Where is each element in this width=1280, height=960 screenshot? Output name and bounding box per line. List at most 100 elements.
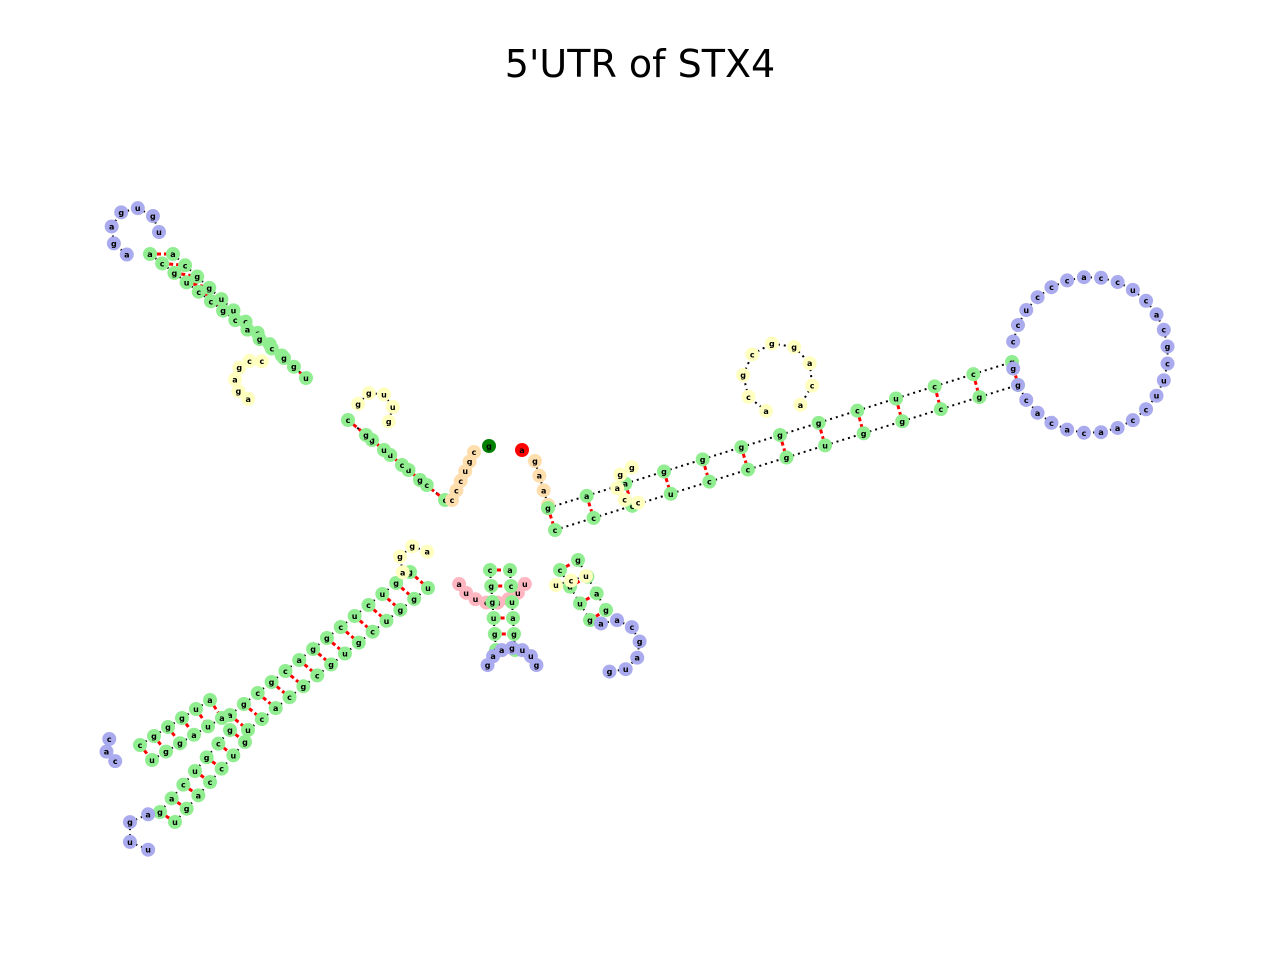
- multiloop-nt: u: [468, 592, 483, 607]
- right-hairpin-nt-letter: c: [1035, 293, 1040, 302]
- lower-left-branch-2-a-nt-circle: [223, 723, 237, 737]
- lower-left-branch-1-b-nt: g: [159, 744, 173, 759]
- upper-left-stem-b-nt-letter: g: [206, 284, 212, 293]
- right-bulge-nt: g: [624, 460, 639, 475]
- three-prime-tail-nt: a: [536, 483, 551, 498]
- right-bulge-nt: g: [613, 467, 628, 482]
- five-prime-end-letter: g: [486, 442, 492, 451]
- lower-left-branch-2-b-nt-circle: [214, 761, 229, 776]
- lower-left-stem-a-nt-letter: c: [255, 689, 260, 698]
- five-prime-tail-nt-letter: u: [462, 467, 468, 476]
- lower-left-hairpin-1-nt-letter: c: [107, 735, 112, 744]
- lower-left-branch-1-a-nt-circle: [175, 711, 189, 725]
- right-interior-loop-nt: c: [805, 378, 820, 393]
- right-hairpin-nt: c: [1110, 275, 1125, 290]
- multiloop-nt-letter: a: [456, 580, 461, 589]
- lower-left-branch-2-a-nt: c: [211, 736, 226, 751]
- bottom-center-stem-b-nt-letter: u: [509, 598, 515, 607]
- bottom-right-stem-a-nt: c: [553, 563, 567, 577]
- right-hairpin-nt-circle: [1044, 280, 1059, 295]
- lower-left-stem-b-nt: c: [254, 712, 269, 727]
- bottom-right-bulge-nt-letter: c: [569, 577, 574, 586]
- right-stem-a-nt: g: [734, 440, 749, 455]
- lower-left-branch-2-a-nt: g: [223, 723, 237, 737]
- right-hairpin-nt-circle: [1149, 307, 1164, 322]
- five-prime-tail-nt-letter: c: [450, 496, 455, 505]
- lower-left-stem-b-nt-letter: u: [425, 584, 431, 593]
- right-stem-a-nt: c: [927, 379, 942, 394]
- upper-left-bulge-nt: g: [361, 386, 376, 401]
- right-interior-loop-nt-circle: [802, 356, 817, 371]
- upper-left-stem-a-nt-letter: g: [220, 307, 226, 316]
- lower-left-stem-a-nt: c: [361, 598, 376, 612]
- right-stem-b-nt-letter: u: [668, 490, 674, 499]
- lower-left-hairpin-1-nt: c: [108, 754, 123, 769]
- lower-left-stem-a-nt: u: [347, 609, 362, 623]
- three-prime-tail-nt: a: [532, 468, 547, 483]
- lower-left-branch-2-a-nt-letter: a: [169, 794, 174, 803]
- lower-left-branch-1-b-nt-circle: [173, 736, 187, 751]
- right-stem-b-nt-circle: [972, 390, 987, 405]
- upper-left-bulge-nt-letter: g: [386, 418, 392, 427]
- right-stem-b-nt: g: [895, 414, 910, 429]
- lower-left-hairpin-2-nt-circle: [141, 807, 156, 822]
- right-interior-loop-nt-letter: a: [807, 359, 812, 368]
- upper-left-stem-a-nt-circle: [203, 294, 218, 309]
- right-hairpin-nt: a: [1060, 422, 1075, 437]
- lower-left-junction-nt-letter: g: [397, 553, 403, 562]
- bottom-right-stem-b-nt-letter: a: [594, 589, 599, 598]
- lower-left-stem-b-nt-circle: [324, 657, 339, 672]
- right-hairpin-nt-letter: c: [1115, 278, 1120, 287]
- right-stem-a-nt-letter: a: [584, 492, 589, 501]
- lower-left-stem-a-nt-letter: u: [352, 612, 358, 621]
- lower-left-stem-b-nt-letter: g: [411, 595, 417, 604]
- upper-left-interior-nt-circle: [228, 372, 243, 387]
- lower-left-stem-a-nt-letter: c: [366, 601, 371, 610]
- upper-left-hairpin-nt-letter: a: [109, 222, 114, 231]
- lower-left-stem-a-nt-circle: [361, 598, 376, 612]
- bottom-right-hairpin-nt: c: [624, 620, 639, 635]
- right-hairpin-nt-circle: [1139, 293, 1154, 308]
- lower-left-stem-a-nt-circle: [389, 576, 404, 590]
- lower-left-stem-a-nt-letter: g: [393, 579, 399, 588]
- nucleotide-layer: aaccggugcucugcccagggcgguagaguguagagcccgg…: [99, 201, 1175, 857]
- right-stem-a-nt-circle: [657, 464, 671, 479]
- lower-left-stem-b-nt: a: [268, 701, 283, 716]
- multiloop-nt-letter: u: [522, 580, 528, 589]
- five-prime-tail-nt-letter: c: [472, 448, 477, 457]
- right-hairpin-nt-circle: [1156, 322, 1171, 337]
- bottom-center-hairpin-nt: g: [529, 658, 544, 673]
- right-hairpin-nt-circle: [1094, 425, 1109, 440]
- lower-left-branch-1-a-nt-circle: [161, 720, 175, 734]
- right-interior-loop-nt-letter: c: [810, 382, 815, 391]
- bottom-right-hairpin-nt: u: [618, 662, 633, 677]
- upper-left-hairpin-nt-circle: [130, 201, 145, 216]
- bottom-right-hairpin-nt: g: [632, 634, 647, 649]
- upper-left-stem-b-nt-circle: [178, 258, 193, 273]
- lower-left-branch-2-a-nt-circle: [211, 736, 226, 751]
- lower-left-branch-1-a-nt: c: [133, 738, 147, 752]
- lower-left-branch-1-b-nt: a: [215, 711, 229, 725]
- bottom-center-stem-a-nt: g: [487, 627, 502, 641]
- right-interior-loop-nt: g: [764, 336, 779, 351]
- lower-left-hairpin-2-nt: g: [122, 815, 137, 830]
- lower-left-stem-a-nt: u: [375, 587, 390, 601]
- lower-left-junction-nt: a: [420, 544, 435, 559]
- right-interior-loop-nt-circle: [787, 339, 802, 354]
- right-stem-b-nt: c: [548, 523, 562, 537]
- upper-left-hairpin-nt: g: [106, 236, 121, 251]
- lower-left-branch-2-a-nt-letter: g: [157, 808, 163, 817]
- bottom-center-stem-a-nt: c: [483, 563, 497, 577]
- lower-left-branch-1-b-nt: g: [173, 736, 187, 751]
- right-hairpin-nt-circle: [1149, 388, 1164, 403]
- bottom-center-stem-b-nt-circle: [505, 595, 519, 609]
- right-stem-b-nt: c: [586, 510, 601, 525]
- lower-left-junction-nt-letter: g: [409, 542, 415, 551]
- right-hairpin-nt: g: [1010, 377, 1025, 392]
- lower-left-branch-2-a-nt-letter: g: [204, 753, 210, 762]
- lower-left-branch-2-b-nt-circle: [179, 801, 194, 816]
- right-hairpin-nt-letter: a: [1064, 426, 1069, 435]
- lower-left-branch-1-a-nt-letter: c: [138, 741, 143, 750]
- lower-left-stem-b-nt-circle: [421, 581, 435, 595]
